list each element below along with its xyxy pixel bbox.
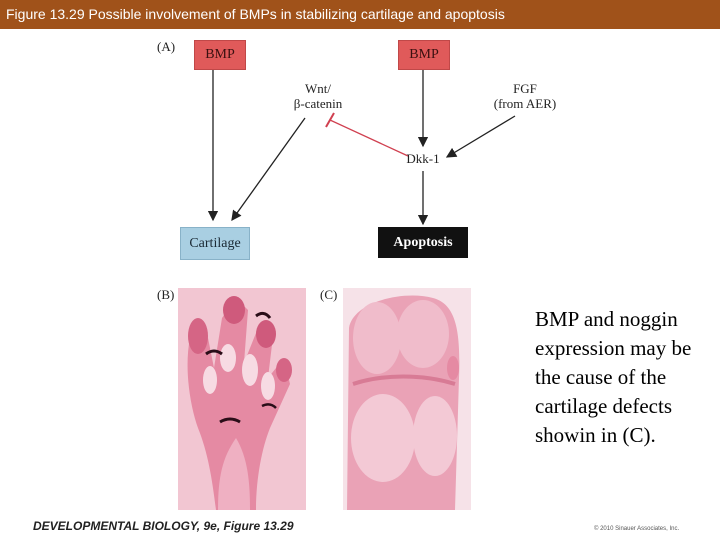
fgf-label-line1: FGF bbox=[513, 81, 537, 96]
cartilage-box: Cartilage bbox=[180, 227, 250, 260]
inhibit-dkk-wnt bbox=[329, 119, 409, 157]
fgf-label-line2: (from AER) bbox=[493, 96, 557, 111]
micrograph-b bbox=[178, 288, 306, 510]
panel-label-b: (B) bbox=[157, 287, 175, 302]
panel-label-a: (A) bbox=[157, 39, 176, 54]
apoptosis-box: Apoptosis bbox=[378, 227, 468, 258]
micrograph-c bbox=[343, 288, 471, 510]
signaling-diagram: (A) BMP BMP Wnt/ β-catenin FGF (from AER… bbox=[150, 34, 570, 274]
source-citation: DEVELOPMENTAL BIOLOGY, 9e, Figure 13.29 bbox=[33, 519, 294, 533]
figure-title: Figure 13.29 Possible involvement of BMP… bbox=[6, 6, 505, 22]
dkk-label: Dkk-1 bbox=[406, 151, 440, 166]
copyright-notice: © 2010 Sinauer Associates, Inc. bbox=[594, 526, 680, 532]
diagram-arrows bbox=[207, 69, 516, 226]
wnt-label-line2: β-catenin bbox=[293, 96, 343, 111]
inhibit-bar bbox=[325, 112, 335, 128]
arrow-fgf-to-dkk bbox=[445, 115, 516, 158]
wnt-label: Wnt/ β-catenin bbox=[278, 81, 358, 111]
bmp-box-left: BMP bbox=[194, 40, 246, 70]
fgf-label: FGF (from AER) bbox=[480, 81, 570, 111]
explanation-text: BMP and noggin expression may be the cau… bbox=[535, 307, 692, 447]
arrow-wnt-to-cartilage bbox=[231, 117, 306, 222]
bmp-box-right: BMP bbox=[398, 40, 450, 70]
panel-label-c: (C) bbox=[320, 287, 338, 302]
wnt-label-line1: Wnt/ bbox=[305, 81, 331, 96]
figure-title-bar: Figure 13.29 Possible involvement of BMP… bbox=[0, 0, 720, 29]
